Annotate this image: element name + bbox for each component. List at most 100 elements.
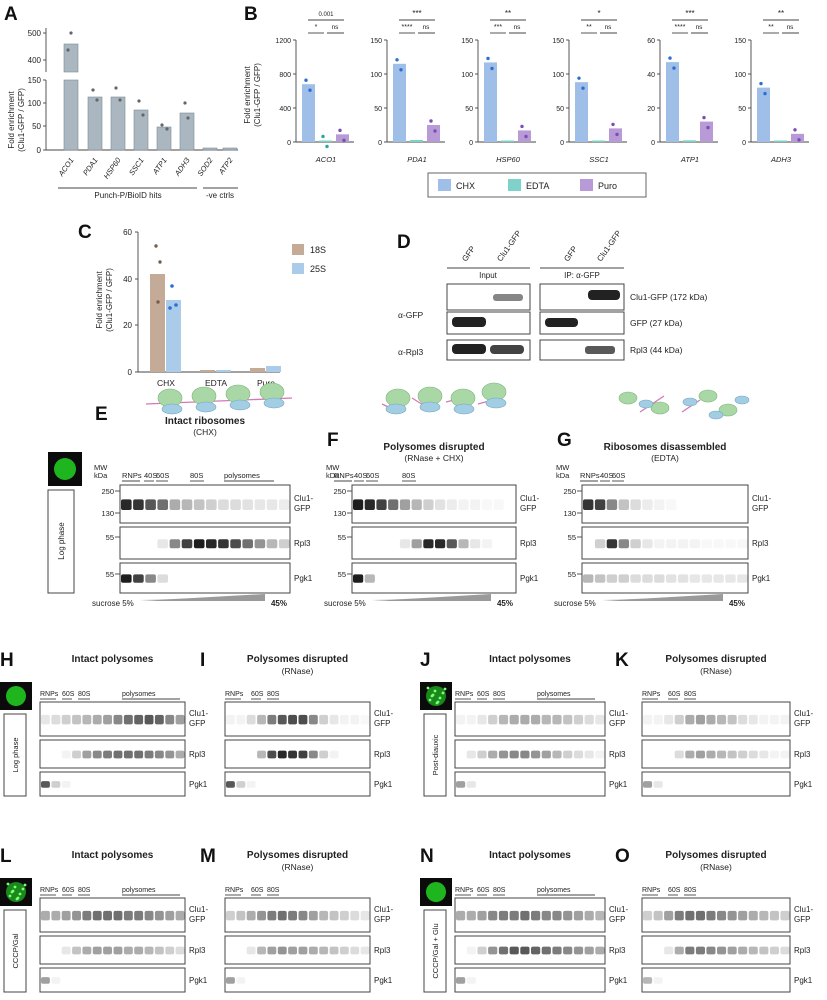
protein-label: GFP xyxy=(520,504,536,513)
mw-marker: 250 xyxy=(563,487,576,496)
blot-row xyxy=(39,739,186,769)
b-tick: 100 xyxy=(370,72,382,79)
panel-title: Intact polysomes xyxy=(72,654,154,665)
fraction-s60: 60S xyxy=(62,887,75,894)
c-legend-swatch-25s xyxy=(292,263,304,274)
d-band-rpl3: Rpl3 (44 kDa) xyxy=(630,345,683,355)
mw-marker: 55 xyxy=(338,533,346,542)
svg-text:SOD2: SOD2 xyxy=(196,155,216,178)
sucrose-label: sucrose 5% xyxy=(324,599,366,608)
panel-label-o: O xyxy=(615,846,630,867)
b-sig: ** xyxy=(505,9,511,18)
protein-label: Rpl3 xyxy=(189,946,206,955)
b-bar xyxy=(410,139,423,142)
b-bar xyxy=(484,62,497,142)
blot-row xyxy=(39,967,186,993)
panel-label-k: K xyxy=(615,650,629,671)
panel-c: C Fold enrichment (Clu1-GFP / GFP) 60 40… xyxy=(78,222,326,388)
sucrose-45: 45% xyxy=(497,599,513,608)
b-tick: 60 xyxy=(647,38,655,45)
protein-label: Rpl3 xyxy=(609,750,626,759)
panel-label-n: N xyxy=(420,846,434,867)
c-tick-60: 60 xyxy=(123,228,132,237)
b-tick: 40 xyxy=(647,72,655,79)
svg-text:CHX: CHX xyxy=(157,378,175,388)
b-subcharts: 120080040000.001*nsACO1150100500*******n… xyxy=(275,9,809,164)
panel-subtitle: (RNase) xyxy=(282,666,314,676)
blot-row xyxy=(224,739,371,769)
fraction-s60: 60S xyxy=(156,471,169,480)
b-sig: ns xyxy=(423,24,431,31)
d-lane-1: GFP xyxy=(460,245,477,264)
sucrose-label: sucrose 5% xyxy=(92,599,134,608)
kda-label: kDa xyxy=(94,471,108,480)
blot-row xyxy=(224,771,371,797)
panel-a: A Fold enrichment (Clu1-GFP / GFP) 500 4… xyxy=(4,4,238,200)
c-ylabel-2: (Clu1-GFP / GFP) xyxy=(105,268,114,332)
mw-marker: 55 xyxy=(568,570,576,579)
a-bar-atp1 xyxy=(156,126,172,151)
panel-b: B Fold enrichment (Clu1-GFP / GFP) 12008… xyxy=(243,4,809,198)
svg-text:ACO1: ACO1 xyxy=(56,156,76,179)
condition-label: Log phase xyxy=(57,522,66,560)
fraction-s80: 80S xyxy=(190,471,203,480)
fraction-s80: 80S xyxy=(493,691,506,698)
fraction-s40: 40S xyxy=(354,471,367,480)
mw-label: MW xyxy=(94,463,108,472)
mw-marker: 250 xyxy=(101,487,114,496)
b-gene-label: SSC1 xyxy=(589,155,609,164)
fraction-s80: 80S xyxy=(78,691,91,698)
blot-row xyxy=(641,701,791,737)
fraction-s80: 80S xyxy=(493,887,506,894)
a-tick-500: 500 xyxy=(28,29,42,38)
b-tick: 0 xyxy=(742,140,746,147)
c-bar-edta-18s xyxy=(200,370,215,372)
b-tick: 50 xyxy=(738,106,746,113)
b-sig: ns xyxy=(787,24,795,31)
b-gene-label: ACO1 xyxy=(315,155,336,164)
c-bar-puro-25s xyxy=(266,366,281,372)
svg-text:SSC1: SSC1 xyxy=(127,156,146,177)
mw-label: MW xyxy=(326,463,340,472)
fraction-rnps: RNPs xyxy=(455,691,474,698)
kda-label: kDa xyxy=(556,471,570,480)
protein-label: Clu1- xyxy=(374,709,393,718)
mw-marker: 250 xyxy=(333,487,346,496)
fraction-s40: 40S xyxy=(144,471,157,480)
b-sig: ns xyxy=(696,24,704,31)
panel-title: Intact polysomes xyxy=(72,850,154,861)
mw-marker: 55 xyxy=(568,533,576,542)
fraction-s80: 80S xyxy=(402,471,415,480)
b-legend-edta: EDTA xyxy=(526,181,549,191)
protein-label: Clu1- xyxy=(189,709,208,718)
fraction-poly: polysomes xyxy=(122,887,156,894)
c-bar-puro-18s xyxy=(250,368,265,372)
protein-label: Rpl3 xyxy=(794,946,811,955)
mw-marker: 55 xyxy=(106,533,114,542)
c-legend-swatch-18s xyxy=(292,244,304,255)
blot-row xyxy=(224,897,371,933)
b-bar xyxy=(683,140,696,142)
d-band-clu1: Clu1-GFP (172 kDa) xyxy=(630,292,707,302)
protein-label: Pgk1 xyxy=(294,574,313,583)
panel-subtitle: (RNase) xyxy=(282,862,314,872)
a-tick-100: 100 xyxy=(28,99,42,108)
b-gene-label: ATP1 xyxy=(680,155,699,164)
b-bar xyxy=(575,82,588,142)
c-bar-edta-25s xyxy=(216,370,231,372)
protein-label: Rpl3 xyxy=(374,750,391,759)
fraction-rnps: RNPs xyxy=(225,691,244,698)
blot-row xyxy=(351,562,517,594)
panel-label-j: J xyxy=(420,650,431,671)
b-sig: **** xyxy=(402,24,413,31)
protein-label: GFP xyxy=(294,504,310,513)
c-tick-0: 0 xyxy=(128,368,133,377)
b-legend xyxy=(427,172,647,198)
panel-label-b: B xyxy=(244,4,258,25)
b-legend-puro: Puro xyxy=(598,181,617,191)
protein-label: Clu1- xyxy=(520,494,539,503)
panel-subtitle: (EDTA) xyxy=(651,453,679,463)
